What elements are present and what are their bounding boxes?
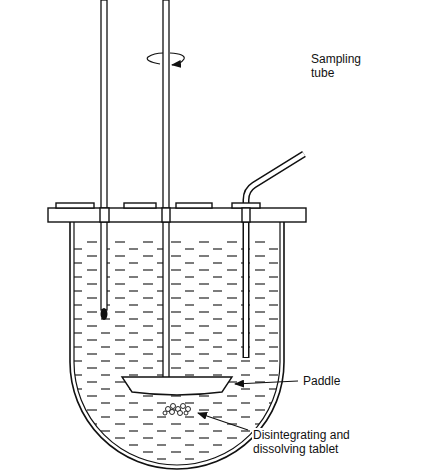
paddle-label: Paddle xyxy=(302,374,341,388)
paddle-leader xyxy=(235,381,298,384)
vessel-lid xyxy=(48,203,306,222)
rotation-arrow xyxy=(147,53,184,65)
paddle-blade xyxy=(122,377,232,395)
tablet-leader xyxy=(198,413,248,430)
sampling-tube xyxy=(246,154,304,358)
tablet-label: Disintegrating and dissolving tablet xyxy=(252,428,382,456)
thermometer xyxy=(101,0,108,320)
tablet xyxy=(163,404,191,416)
paddle-shaft xyxy=(163,0,169,378)
tube-label: Sampling tube xyxy=(310,52,374,80)
